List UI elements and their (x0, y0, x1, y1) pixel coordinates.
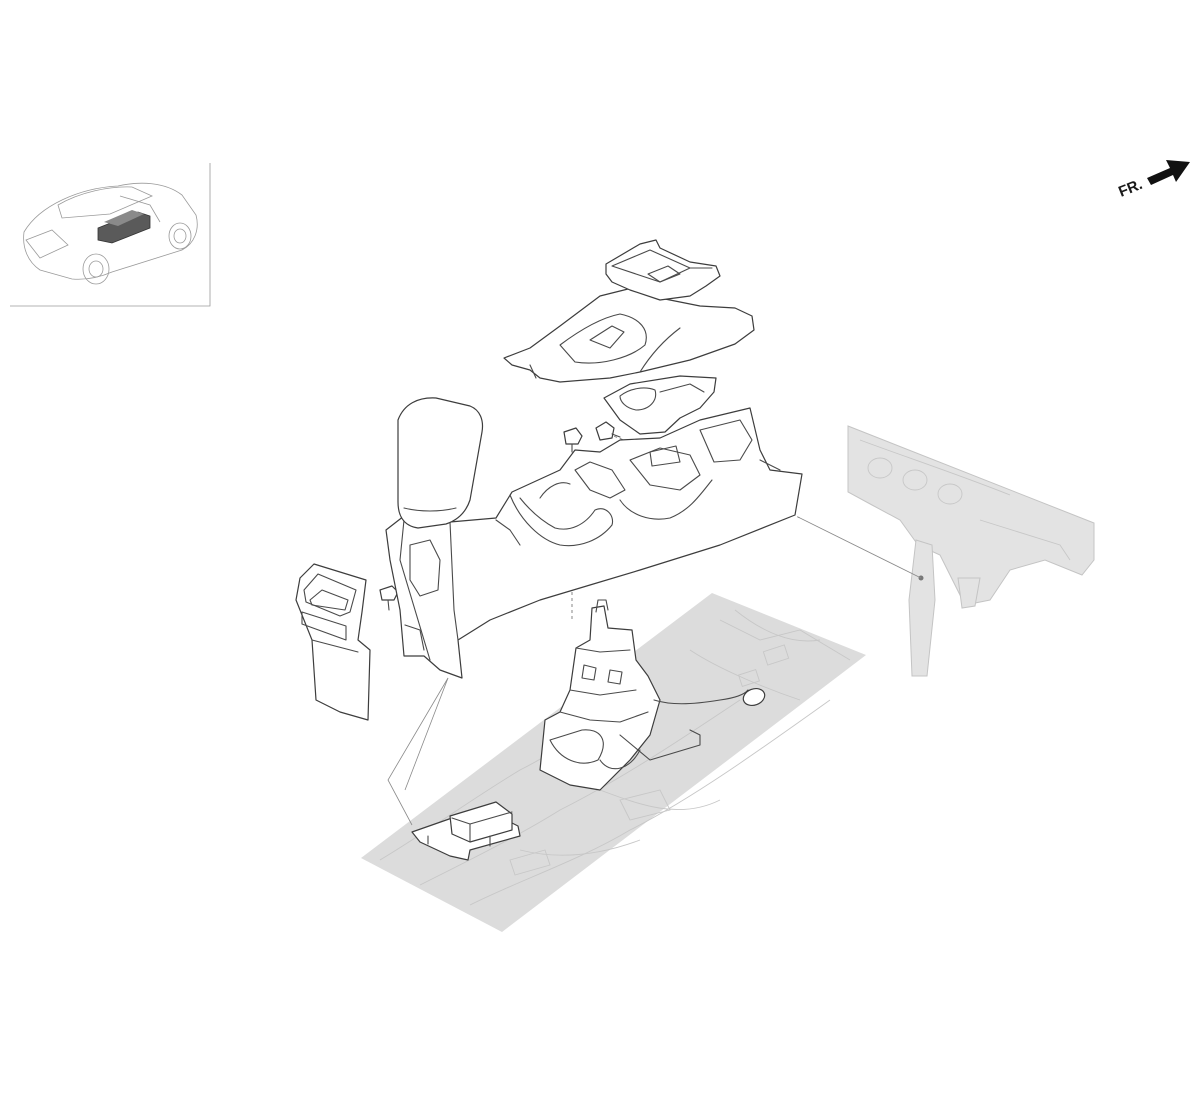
shift-panel-trim (503, 287, 755, 383)
center-console-body (385, 407, 803, 679)
fastener-upper (595, 421, 621, 441)
srs-control-unit (411, 801, 521, 861)
instrument-panel-ghost (847, 425, 1095, 677)
rear-console-panel (295, 563, 371, 721)
cup-holder-insert (603, 375, 717, 435)
fastener-left (379, 585, 399, 611)
right-up-arrow-icon (1147, 160, 1190, 185)
front-direction-label: FR. (1116, 176, 1145, 201)
fastener-center (563, 427, 583, 453)
armrest-lid (397, 397, 484, 529)
vehicle-outline-icon (23, 182, 198, 285)
vehicle-locator-inset (10, 163, 211, 307)
upper-switch-bracket (605, 239, 721, 301)
shift-lever-assembly (539, 599, 766, 791)
front-direction-indicator: FR. (1116, 160, 1190, 201)
